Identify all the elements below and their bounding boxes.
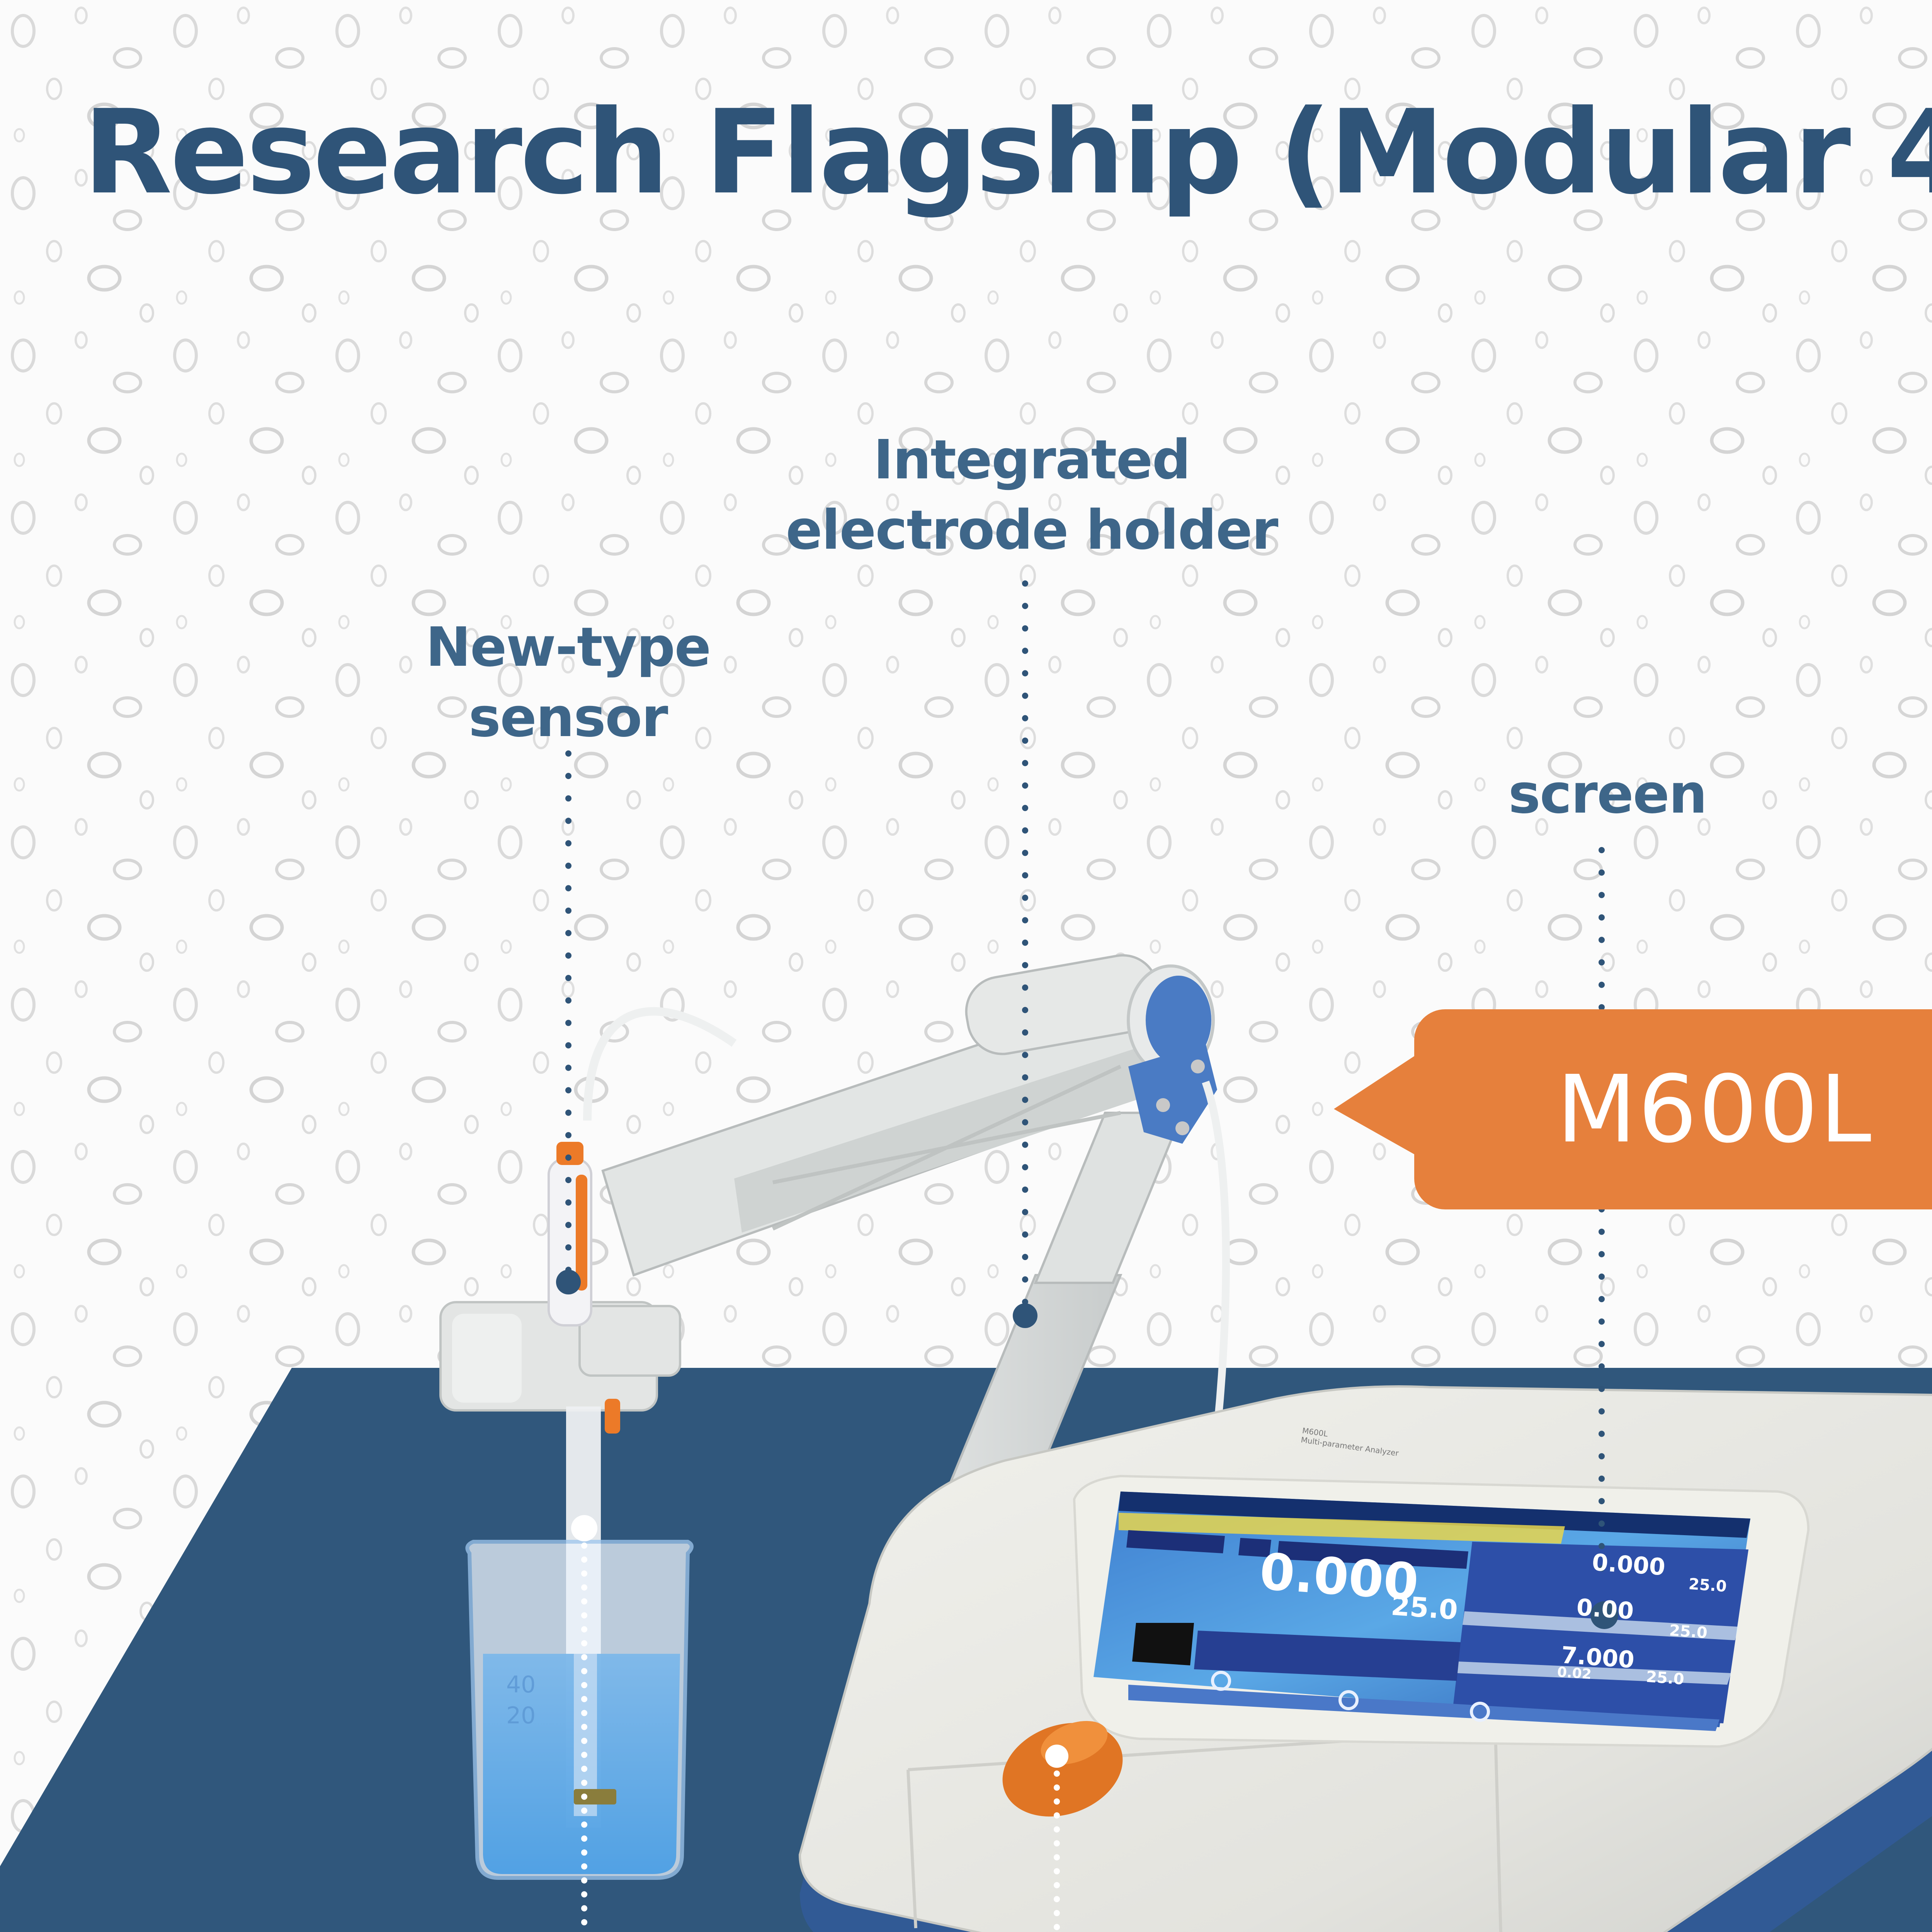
label-new-type-sensor: New-type sensor <box>417 612 719 753</box>
screen-ch1-temperature: 25.0 <box>1688 1575 1728 1596</box>
label-new-type-sensor-line2: sensor <box>468 686 668 749</box>
label-integrated-holder-line1: Integrated <box>873 429 1190 492</box>
beaker-graduation-20: 20 <box>506 1702 536 1729</box>
label-new-type-sensor-line1: New-type <box>425 616 711 679</box>
page-title: Research Flagship (Modular 4-Channel) <box>83 85 1932 220</box>
label-integrated-holder: Integrated electrode holder <box>781 425 1283 566</box>
label-screen: screen <box>1508 763 1708 826</box>
screen-ch3-sub-reading: 0.02 <box>1556 1664 1592 1683</box>
callout-pointer <box>1334 1055 1416 1155</box>
screen-ch2-temperature: 25.0 <box>1668 1621 1708 1642</box>
beaker-graduation-40: 40 <box>506 1671 536 1698</box>
model-name: M600L <box>1556 1055 1873 1163</box>
label-integrated-holder-line2: electrode holder <box>786 499 1279 562</box>
arm-joint-blue <box>1146 976 1211 1065</box>
screen-main-temperature: 25.0 <box>1390 1590 1459 1626</box>
screen-ch2-reading: 0.00 <box>1575 1594 1635 1625</box>
model-callout: M600L <box>1414 1009 1932 1209</box>
screen-ch3-temperature: 25.0 <box>1645 1668 1685 1689</box>
screen-ch1-reading: 0.000 <box>1591 1549 1667 1581</box>
